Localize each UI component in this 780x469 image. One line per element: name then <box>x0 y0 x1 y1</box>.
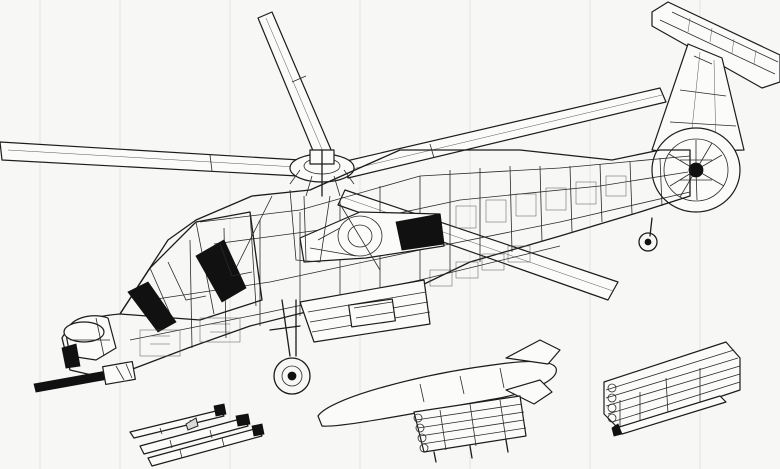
canopy-glass-rear <box>195 239 247 303</box>
rotor-blade-right <box>341 87 667 179</box>
tail-fin <box>651 1 780 89</box>
rotor-blade-up <box>257 11 333 159</box>
tail-wheel <box>638 232 658 252</box>
drop-tank <box>317 339 561 427</box>
nose-sensor <box>61 315 117 369</box>
tail-assembly <box>638 1 780 252</box>
exhaust-shadow <box>395 213 445 251</box>
canopy <box>119 211 263 357</box>
missile-cluster <box>413 395 527 463</box>
weapons-bay <box>269 279 431 395</box>
cannon <box>33 360 136 393</box>
main-wheel <box>273 357 311 395</box>
rotor-blade-left <box>0 141 301 177</box>
canopy-glass-front <box>127 281 177 333</box>
rocket-pod <box>603 341 741 437</box>
fuselage <box>61 149 691 377</box>
missile-rack <box>129 403 265 467</box>
